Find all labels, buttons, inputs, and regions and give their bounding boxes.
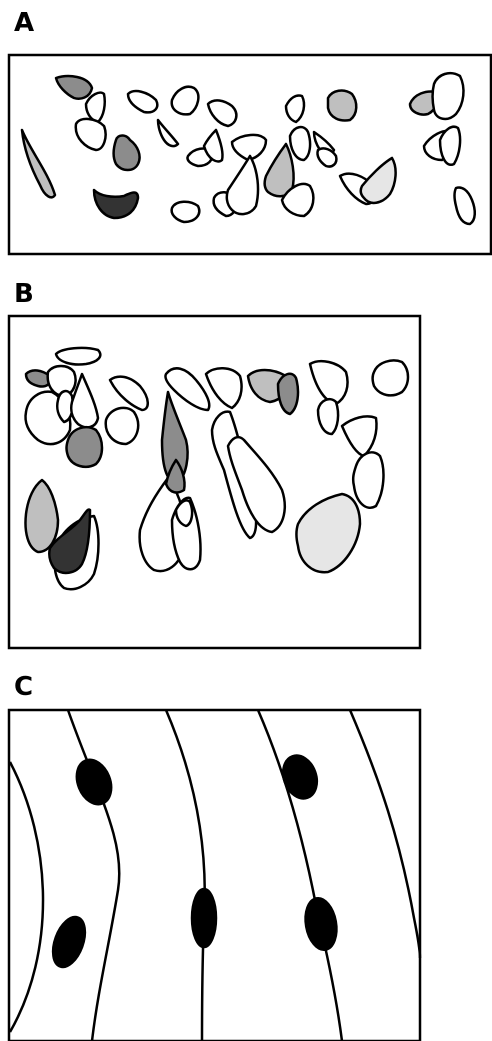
cell-b-23	[278, 374, 298, 414]
cell-a-16	[227, 156, 258, 214]
cell-a-5	[114, 136, 140, 171]
cell-b-10	[26, 480, 59, 552]
panel-c-label: C	[14, 672, 33, 702]
cell-a-1	[22, 130, 55, 197]
fiber-5	[350, 710, 420, 958]
panel-b-label: B	[14, 279, 34, 309]
cell-a-25	[361, 158, 396, 203]
cell-a-3	[86, 93, 105, 122]
cell-a-23	[328, 91, 356, 121]
panel-c: C	[9, 672, 420, 1041]
nucleus-5	[302, 896, 341, 952]
cell-b-26	[373, 360, 409, 395]
fiber-3	[166, 710, 205, 1041]
cell-a-8	[158, 120, 178, 146]
cell-a-4	[76, 119, 106, 150]
nucleus-4	[277, 751, 322, 803]
nucleus-1	[71, 755, 118, 810]
panel-a: A	[9, 8, 491, 254]
cell-a-6	[94, 190, 138, 218]
cell-b-7	[67, 427, 103, 467]
panel-a-label: A	[14, 8, 34, 38]
cell-a-29	[440, 127, 460, 165]
cell-a-2	[56, 76, 92, 99]
cell-b-29	[297, 494, 361, 572]
cell-b-27	[342, 416, 377, 456]
cell-a-30	[455, 188, 475, 225]
cell-b-9	[106, 408, 138, 444]
cell-a-19	[290, 127, 310, 160]
cell-b-19	[206, 368, 242, 408]
cell-b-8	[110, 377, 148, 410]
cell-b-28	[353, 452, 383, 507]
cell-a-10	[208, 100, 236, 126]
cell-a-9	[172, 87, 199, 115]
cell-a-17	[265, 144, 294, 196]
fiber-1	[10, 762, 43, 1032]
cell-a-18	[286, 95, 304, 122]
cell-b-25	[318, 399, 338, 434]
cell-b-24	[310, 361, 348, 404]
cell-a-7	[128, 91, 157, 112]
panel-b: B	[9, 279, 420, 648]
cell-b-1	[56, 348, 100, 365]
panel-c-frame	[9, 710, 420, 1041]
cell-a-27	[433, 73, 464, 119]
nucleus-2	[47, 913, 91, 971]
cell-a-13	[172, 202, 200, 222]
nucleus-3	[192, 889, 216, 947]
